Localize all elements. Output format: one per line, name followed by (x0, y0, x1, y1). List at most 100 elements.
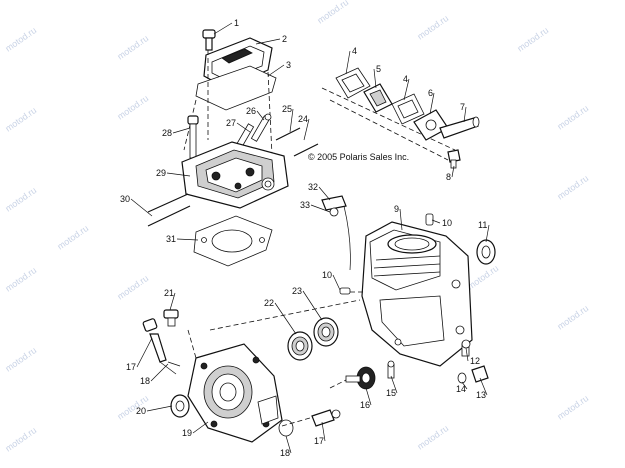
intake-bolt (447, 149, 461, 169)
leader-line (289, 108, 294, 133)
leader-line (390, 375, 398, 394)
intake-spacer (363, 83, 393, 113)
callout-22: 22 (264, 298, 274, 308)
watermark-text: motod.ru (3, 185, 38, 214)
callout-4a: 4 (352, 46, 357, 56)
leader-line (399, 208, 403, 231)
leader-line (166, 172, 191, 177)
copyright-notice: © 2005 Polaris Sales Inc. (308, 152, 409, 162)
leader-line (373, 68, 377, 89)
watermark-text: motod.ru (115, 93, 150, 122)
callout-27: 27 (226, 118, 236, 128)
breather-fitting (321, 195, 351, 271)
intake-plate (413, 109, 449, 141)
callout-8: 8 (446, 172, 451, 182)
leader-line (213, 22, 233, 35)
callout-2: 2 (282, 34, 287, 44)
key (311, 409, 341, 427)
leader-line (255, 38, 281, 45)
callout-20: 20 (136, 406, 146, 416)
callout-24: 24 (298, 114, 308, 124)
leader-line (150, 363, 169, 382)
callout-10b: 10 (322, 270, 332, 280)
intake-gasket-left (335, 67, 371, 99)
valve-cover-group (183, 29, 277, 156)
bearings-group (209, 299, 395, 390)
leader-line (479, 377, 488, 396)
leader-line (285, 435, 292, 454)
callout-11: 11 (478, 220, 487, 230)
leader-line (176, 238, 199, 241)
leader-line (136, 337, 153, 368)
head-bolt (187, 115, 199, 159)
leader-line (485, 224, 490, 243)
leader-line (267, 64, 285, 77)
cover-gasket (195, 65, 277, 111)
crankcase (361, 221, 473, 367)
head-studs-right (275, 127, 319, 157)
crankcase-seal-right (476, 239, 496, 265)
callout-15: 15 (386, 388, 396, 398)
rocker-studs (234, 113, 272, 150)
callout-29: 29 (156, 168, 166, 178)
cover-seal (170, 394, 190, 418)
crankcase-cover (187, 343, 283, 443)
callout-6: 6 (428, 88, 433, 98)
watermark-text: motod.ru (3, 425, 38, 454)
cylinder-head (181, 141, 289, 209)
crankcase-group (321, 195, 496, 384)
leader-line (321, 421, 326, 442)
leader-line (256, 110, 265, 121)
leader-line (365, 387, 372, 406)
callout-23: 23 (292, 286, 302, 296)
leader-line (274, 302, 297, 335)
main-bearing-left (287, 331, 313, 361)
leader-line (403, 78, 410, 101)
watermark-text: motod.ru (115, 33, 150, 62)
leader-line (332, 274, 341, 291)
leader-line (303, 118, 310, 141)
dowel-pin-lower (339, 287, 351, 295)
callout-16: 16 (360, 400, 370, 410)
leader-line (146, 405, 173, 412)
callout-12: 12 (470, 356, 480, 366)
cover-bolt (202, 29, 216, 51)
watermark-text: motod.ru (55, 223, 90, 252)
dipstick (142, 318, 181, 375)
callout-28: 28 (162, 128, 172, 138)
callout-14: 14 (456, 384, 466, 394)
callout-18a: 18 (140, 376, 150, 386)
main-bearing-right (313, 317, 339, 347)
watermark-text: motod.ru (555, 303, 590, 332)
callout-3: 3 (286, 60, 291, 70)
dowel-pin-top (425, 213, 434, 226)
leader-line (302, 290, 323, 321)
watermark-text: motod.ru (115, 273, 150, 302)
leader-line (310, 204, 331, 213)
callout-5: 5 (376, 64, 381, 74)
drain-plug (471, 365, 489, 383)
head-studs-left (147, 193, 191, 227)
callout-21: 21 (164, 288, 174, 298)
leader-line (463, 106, 467, 123)
governor-gear (345, 366, 376, 390)
o-ring (278, 419, 294, 437)
callout-4b: 4 (403, 74, 408, 84)
watermark-text: motod.ru (555, 393, 590, 422)
intake-tube (439, 116, 480, 139)
watermark-text: motod.ru (3, 25, 38, 54)
callout-labels: 1 2 3 4 5 4 6 7 8 9 10 10 11 12 13 14 15… (120, 18, 487, 458)
leader-line (461, 381, 468, 390)
watermark-text: motod.ru (555, 173, 590, 202)
leader-line (236, 122, 251, 133)
leader-line (465, 347, 469, 362)
callout-10a: 10 (442, 218, 452, 228)
callout-31: 31 (166, 234, 176, 244)
drain-washer (457, 372, 467, 384)
watermark-text: motod.ru (315, 0, 350, 26)
leader-line (318, 186, 331, 201)
leader-line (451, 165, 455, 178)
callout-13: 13 (476, 390, 486, 400)
watermark-text: motod.ru (3, 105, 38, 134)
governor-pin (387, 360, 395, 379)
